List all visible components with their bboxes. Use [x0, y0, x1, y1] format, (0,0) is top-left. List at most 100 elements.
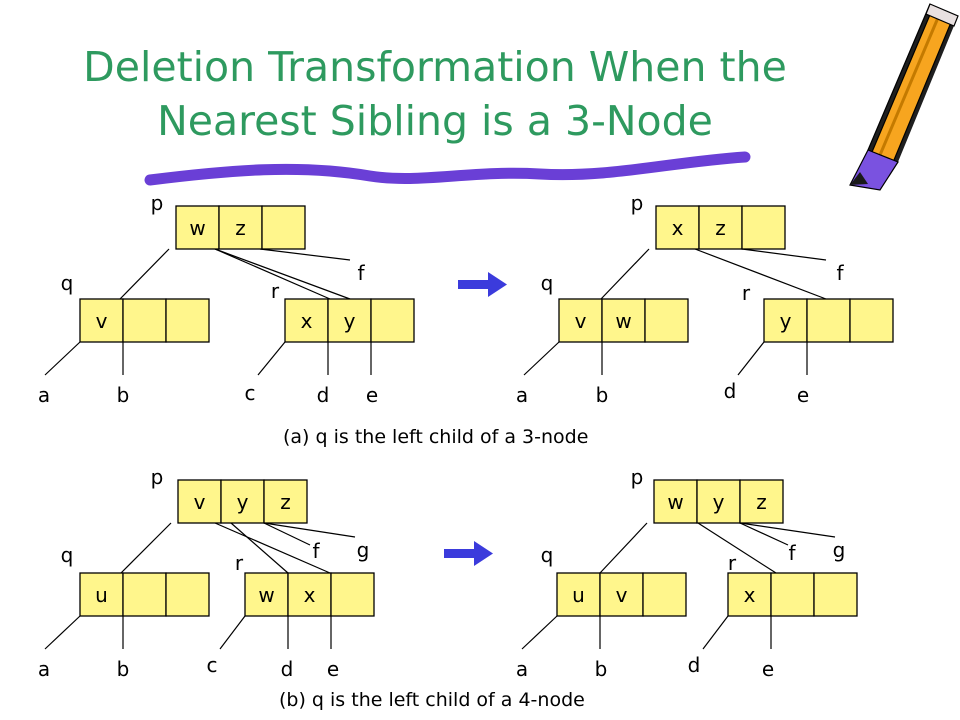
title-underline — [144, 151, 751, 186]
label-e: e — [762, 657, 774, 681]
node-cell — [79, 572, 124, 617]
label-r: r — [271, 279, 280, 303]
tree-edge — [219, 615, 246, 650]
node-q: u — [79, 572, 210, 617]
label-c: c — [207, 653, 218, 677]
caption-b: (b) q is the left child of a 4-node — [279, 689, 585, 711]
node-cell — [727, 572, 772, 617]
node-cell — [644, 298, 689, 343]
node-key: w — [189, 216, 205, 240]
label-b: b — [596, 383, 609, 407]
node-cell — [763, 298, 808, 343]
label-a: a — [38, 657, 50, 681]
node-cell — [165, 298, 210, 343]
tree-edge — [263, 522, 311, 546]
label-q: q — [61, 271, 74, 295]
label-q: q — [61, 543, 74, 567]
label-a: a — [516, 657, 528, 681]
node-r: y — [763, 298, 894, 343]
node-key: z — [715, 216, 726, 240]
label-e: e — [366, 383, 378, 407]
title-line-2: Nearest Sibling is a 3-Node — [157, 97, 713, 145]
tree-edge — [214, 248, 351, 300]
node-key: y — [780, 309, 792, 333]
node-q: v — [79, 298, 210, 343]
tree-edge — [739, 522, 836, 538]
tree-edge — [694, 248, 827, 300]
node-cell — [287, 572, 332, 617]
transform-arrow-b — [444, 541, 493, 566]
label-r: r — [235, 551, 244, 575]
label-e: e — [327, 657, 339, 681]
tree-edge — [521, 615, 558, 650]
label-d: d — [317, 383, 330, 407]
node-cell — [741, 205, 786, 250]
node-cell — [813, 572, 858, 617]
node-cell — [770, 572, 815, 617]
node-key: v — [96, 309, 108, 333]
node-r: x — [727, 572, 858, 617]
label-p: p — [631, 191, 644, 215]
node-cell — [244, 572, 289, 617]
node-cell — [330, 572, 375, 617]
label-f: f — [312, 539, 320, 563]
label-f: f — [836, 261, 844, 285]
node-key: y — [713, 490, 725, 514]
node-key: z — [235, 216, 246, 240]
tree-edge — [259, 248, 351, 261]
tree-edge — [263, 522, 356, 538]
label-f: f — [788, 541, 796, 565]
node-cell — [698, 205, 743, 250]
tree-edge — [119, 248, 170, 300]
label-r: r — [728, 551, 737, 575]
transform-arrow-a — [458, 272, 507, 297]
label-r: r — [742, 281, 751, 305]
label-b: b — [595, 657, 608, 681]
tree-edge — [120, 522, 172, 574]
tree-edge — [702, 615, 729, 650]
node-cell — [261, 205, 306, 250]
title-line-1: Deletion Transformation When the — [83, 43, 787, 91]
node-key: u — [572, 583, 585, 607]
label-b: b — [117, 383, 130, 407]
node-cell — [370, 298, 415, 343]
node-cell — [177, 479, 222, 524]
tree-edge — [214, 248, 331, 300]
node-cell — [122, 572, 167, 617]
node-cell — [165, 572, 210, 617]
tree-edge — [257, 341, 286, 376]
tree-edge — [230, 522, 289, 574]
node-key: v — [575, 309, 587, 333]
node-cell — [263, 479, 308, 524]
label-a: a — [38, 383, 50, 407]
slide-title: Deletion Transformation When the Nearest… — [0, 40, 870, 148]
node-key: w — [258, 583, 274, 607]
node-key: z — [280, 490, 291, 514]
label-e: e — [797, 383, 809, 407]
tree-edge — [523, 341, 560, 376]
label-d: d — [688, 653, 701, 677]
node-cell — [327, 298, 372, 343]
label-q: q — [541, 543, 554, 567]
label-g: g — [833, 538, 846, 562]
node-cell — [849, 298, 894, 343]
node-key: z — [756, 490, 767, 514]
tree-edge — [44, 341, 81, 376]
node-cell — [122, 298, 167, 343]
node-cell — [601, 298, 646, 343]
label-p: p — [631, 465, 644, 489]
label-q: q — [541, 271, 554, 295]
tree-edge — [44, 615, 81, 650]
node-key: x — [744, 583, 756, 607]
label-c: c — [245, 381, 256, 405]
